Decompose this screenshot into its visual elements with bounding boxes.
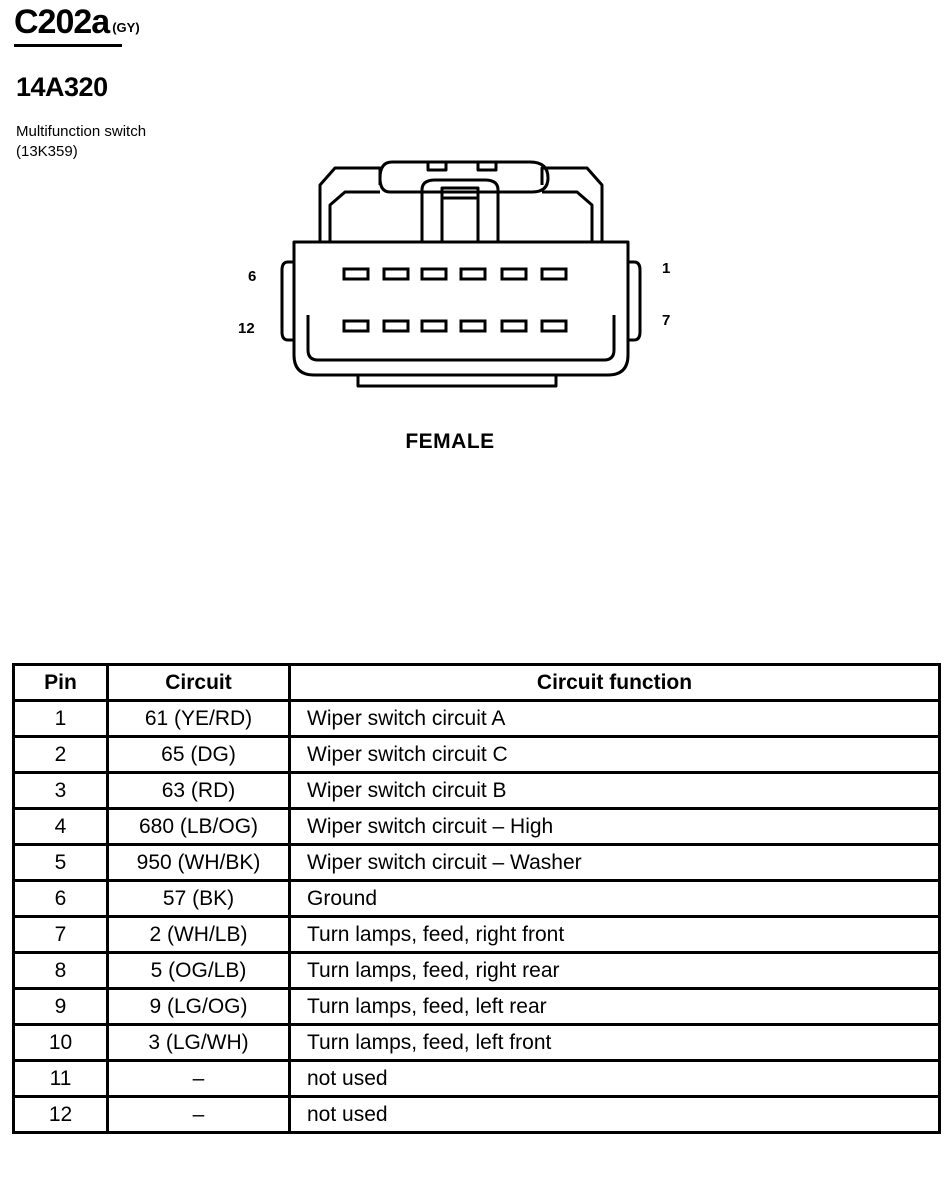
- circuit-function: Turn lamps, feed, left front: [288, 1023, 941, 1062]
- pin-label-6: 6: [248, 268, 257, 285]
- connector-title: C202a(GY): [14, 2, 140, 42]
- pin-number: 10: [12, 1023, 109, 1062]
- bottom-rail: [356, 375, 558, 388]
- pin-number: 2: [12, 735, 109, 774]
- lock-notch-left: [426, 160, 448, 172]
- description-line-1: Multifunction switch: [16, 123, 147, 140]
- table-row: 8 5 (OG/LB) Turn lamps, feed, right rear: [12, 951, 941, 990]
- header-circuit: Circuit: [106, 663, 291, 702]
- circuit-function: Ground: [288, 879, 941, 918]
- circuit-code: 3 (LG/WH): [106, 1023, 291, 1062]
- circuit-code: 950 (WH/BK): [106, 843, 291, 882]
- circuit-code: –: [106, 1059, 291, 1098]
- pin-number: 6: [12, 879, 109, 918]
- title-underline: [14, 44, 122, 47]
- circuit-function: Turn lamps, feed, right front: [288, 915, 941, 954]
- lock-notch-right: [476, 160, 498, 172]
- pin-number: 5: [12, 843, 109, 882]
- connector-inner-well: [306, 315, 616, 362]
- connector-face-diagram: [280, 160, 642, 388]
- circuit-function: Wiper switch circuit C: [288, 735, 941, 774]
- circuit-function: Wiper switch circuit – High: [288, 807, 941, 846]
- table-row: 1 61 (YE/RD) Wiper switch circuit A: [12, 699, 941, 738]
- pin-number: 4: [12, 807, 109, 846]
- table-row: 6 57 (BK) Ground: [12, 879, 941, 918]
- circuit-function: Wiper switch circuit A: [288, 699, 941, 738]
- pinout-table: Pin Circuit Circuit function 1 61 (YE/RD…: [12, 663, 941, 1134]
- description-line-2: (13K359): [16, 143, 78, 160]
- lock-release: [420, 178, 500, 242]
- pin-label-12: 12: [238, 320, 255, 337]
- part-number: 14A320: [16, 72, 108, 102]
- circuit-code: 57 (BK): [106, 879, 291, 918]
- connector-id: C202a: [14, 3, 110, 41]
- circuit-code: 9 (LG/OG): [106, 987, 291, 1026]
- side-key-left: [280, 260, 294, 342]
- pin-number: 8: [12, 951, 109, 990]
- connector-gender-label: FEMALE: [405, 430, 495, 453]
- circuit-function: Wiper switch circuit B: [288, 771, 941, 810]
- table-row: 9 9 (LG/OG) Turn lamps, feed, left rear: [12, 987, 941, 1026]
- lock-release-slot: [440, 186, 480, 200]
- header-pin: Pin: [12, 663, 109, 702]
- connector-latch-left-inner: [328, 190, 380, 242]
- header-circuit-function: Circuit function: [288, 663, 941, 702]
- circuit-function: Wiper switch circuit – Washer: [288, 843, 941, 882]
- circuit-code: 5 (OG/LB): [106, 951, 291, 990]
- circuit-code: 63 (RD): [106, 771, 291, 810]
- pin-number: 1: [12, 699, 109, 738]
- circuit-code: 2 (WH/LB): [106, 915, 291, 954]
- connector-lock-tab: [378, 160, 550, 194]
- table-row: 12 – not used: [12, 1095, 941, 1134]
- circuit-function: Turn lamps, feed, right rear: [288, 951, 941, 990]
- table-row: 3 63 (RD) Wiper switch circuit B: [12, 771, 941, 810]
- pin-number: 9: [12, 987, 109, 1026]
- pin-number: 3: [12, 771, 109, 810]
- circuit-code: 680 (LB/OG): [106, 807, 291, 846]
- pin-label-7: 7: [662, 312, 671, 329]
- circuit-code: 61 (YE/RD): [106, 699, 291, 738]
- pin-number: 11: [12, 1059, 109, 1098]
- table-row: 7 2 (WH/LB) Turn lamps, feed, right fron…: [12, 915, 941, 954]
- table-row: 10 3 (LG/WH) Turn lamps, feed, left fron…: [12, 1023, 941, 1062]
- connector-latch-right: [540, 166, 604, 242]
- connector-latch-right-inner: [542, 190, 594, 242]
- table-row: 2 65 (DG) Wiper switch circuit C: [12, 735, 941, 774]
- pin-cavities: [342, 267, 568, 333]
- component-description: Multifunction switch (13K359): [16, 122, 146, 162]
- table-header-row: Pin Circuit Circuit function: [12, 663, 941, 702]
- circuit-code: 65 (DG): [106, 735, 291, 774]
- pin-label-1: 1: [662, 260, 671, 277]
- pin-number: 12: [12, 1095, 109, 1134]
- table-row: 11 – not used: [12, 1059, 941, 1098]
- circuit-function: not used: [288, 1095, 941, 1134]
- pin-number: 7: [12, 915, 109, 954]
- circuit-function: not used: [288, 1059, 941, 1098]
- connector-color-code: (GY): [112, 20, 140, 35]
- side-key-right: [628, 260, 642, 342]
- circuit-function: Turn lamps, feed, left rear: [288, 987, 941, 1026]
- table-row: 5 950 (WH/BK) Wiper switch circuit – Was…: [12, 843, 941, 882]
- table-row: 4 680 (LB/OG) Wiper switch circuit – Hig…: [12, 807, 941, 846]
- connector-body: [292, 240, 630, 377]
- circuit-code: –: [106, 1095, 291, 1134]
